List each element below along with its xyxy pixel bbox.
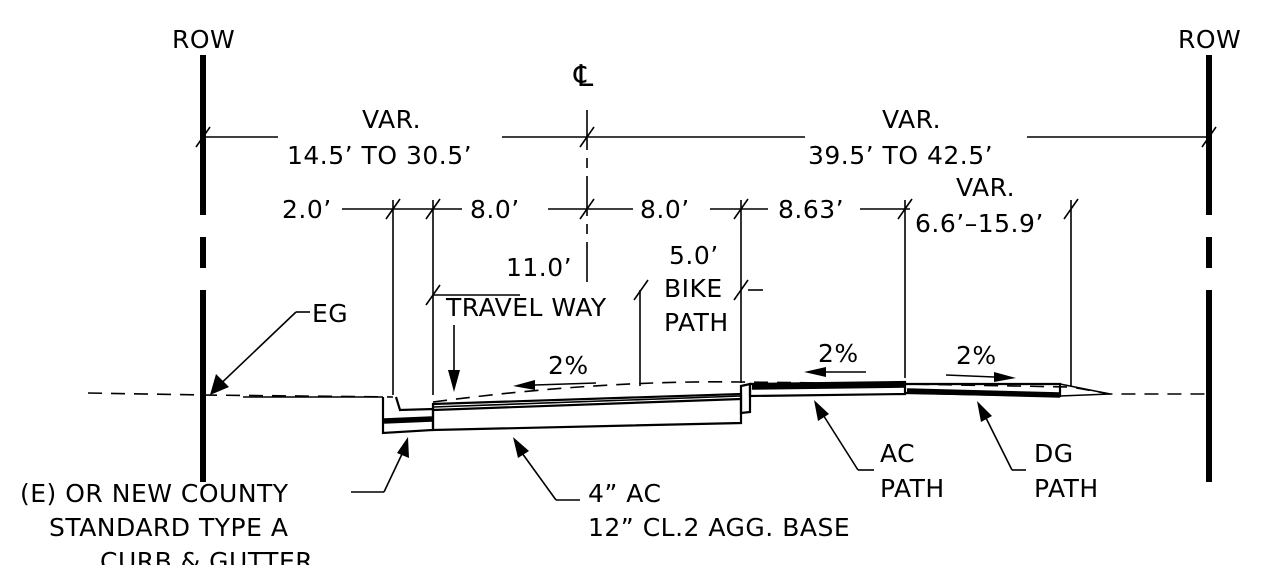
dg-path-label-1: DG — [1034, 439, 1074, 468]
travel-way-label: TRAVEL WAY — [445, 293, 607, 322]
dg-path-leader — [977, 401, 1026, 471]
section-leader — [513, 437, 580, 501]
dg-path — [904, 382, 1111, 398]
row-label-left: ROW — [172, 25, 235, 54]
curb-leader — [351, 437, 409, 493]
centerline-symbol: ℄ — [573, 59, 594, 94]
ac-path — [748, 380, 907, 398]
left-range-label: 14.5’ TO 30.5’ — [287, 141, 472, 170]
right-curb — [739, 382, 752, 415]
slope-arrow-mid — [804, 367, 866, 377]
lane-dimension-line — [342, 198, 1079, 395]
ac-path-label-1: AC — [880, 439, 915, 468]
slope-right-label: 2% — [956, 341, 997, 370]
dim-8-63ft: 8.63’ — [778, 195, 844, 224]
travel-way-dimension — [425, 279, 763, 386]
slope-left-label: 2% — [548, 351, 589, 380]
right-var-label: VAR. — [882, 105, 941, 134]
travel-dim: 11.0’ — [506, 253, 572, 282]
section-label-2: 12” CL.2 AGG. BASE — [588, 513, 850, 542]
right-range-label: 39.5’ TO 42.5’ — [808, 141, 993, 170]
dim-2ft: 2.0’ — [282, 195, 332, 224]
curb-label-3: CURB & GUTTER — [100, 547, 313, 565]
dim-var-range: 6.6’–15.9’ — [915, 209, 1044, 238]
curb-label-2: STANDARD TYPE A — [49, 513, 288, 542]
row-label-right: ROW — [1178, 25, 1241, 54]
slope-mid-label: 2% — [818, 339, 859, 368]
bike-width-dim: 5.0’ — [669, 241, 719, 270]
eg-leader — [210, 311, 310, 395]
left-var-label: VAR. — [362, 105, 421, 134]
ac-path-leader — [814, 400, 874, 471]
travel-way-arrow — [448, 325, 460, 392]
curb-label-1: (E) OR NEW COUNTY — [20, 479, 289, 508]
eg-label: EG — [312, 299, 348, 328]
dim-var-label: VAR. — [956, 173, 1015, 202]
dg-path-label-2: PATH — [1034, 474, 1099, 503]
slope-arrow-left — [513, 380, 597, 390]
dim-8ft-left: 8.0’ — [470, 195, 520, 224]
overall-dimension-line — [195, 126, 1217, 148]
roadway-pavement — [431, 392, 743, 432]
ac-path-label-2: PATH — [880, 474, 945, 503]
section-label-1: 4” AC — [588, 479, 661, 508]
dim-8ft-right: 8.0’ — [640, 195, 690, 224]
curb-and-gutter — [381, 396, 435, 435]
bike-label: BIKE — [664, 274, 723, 303]
path-label: PATH — [664, 308, 729, 337]
slope-arrow-right — [945, 372, 1016, 382]
